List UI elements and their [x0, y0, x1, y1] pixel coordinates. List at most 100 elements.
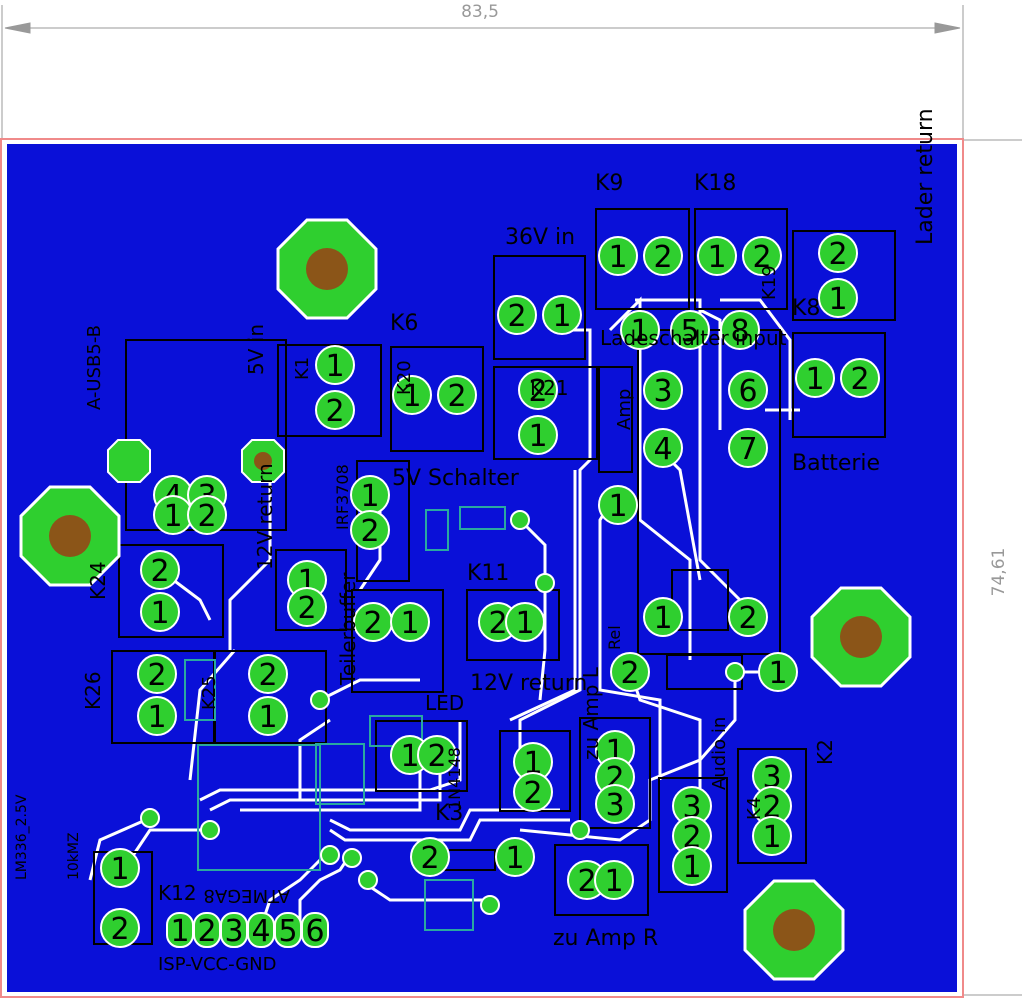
pad-number: 2: [738, 601, 757, 636]
silk-label: LED: [425, 691, 464, 715]
pad: 1: [672, 846, 712, 886]
pad: 1: [598, 485, 638, 525]
pad-number: 4: [653, 432, 672, 467]
pad: 6: [728, 370, 768, 410]
pad-number: 2: [297, 591, 316, 626]
pad-number: 1: [805, 362, 824, 397]
silk-label: K2: [813, 739, 837, 765]
pad-number: 1: [523, 746, 542, 781]
silk-label: K9: [595, 171, 623, 196]
dimension-lines: [1, 5, 1022, 996]
pad-number: 2: [850, 362, 869, 397]
silk-label: K24: [86, 561, 110, 600]
pad: 2: [100, 908, 140, 948]
silk-label: zu Amp R: [553, 926, 658, 951]
isp-pin-number: 1: [170, 914, 189, 949]
pad-number: 1: [400, 606, 419, 641]
pad: 2: [140, 550, 180, 590]
pad: 5: [670, 310, 710, 350]
pad-number: 2: [653, 240, 672, 275]
pad: 2: [728, 597, 768, 637]
silk-label: K11: [467, 561, 509, 586]
pad-number: 1: [608, 240, 627, 275]
pad: 1: [350, 475, 390, 515]
isp-pad: 3: [220, 912, 248, 949]
pad-number: 3: [653, 374, 672, 409]
pad: 2: [350, 510, 390, 550]
pad-number: 2: [752, 240, 771, 275]
pad-number: 1: [762, 820, 781, 855]
pad: 2: [410, 837, 450, 877]
pad: 1: [137, 696, 177, 736]
pad: 1: [697, 236, 737, 276]
silk-label: Ladeschalter input: [600, 326, 787, 350]
pad-number: 1: [768, 656, 787, 691]
pad: 1: [505, 602, 545, 642]
silk-label: 1N4148: [445, 747, 464, 810]
isp-pad: 2: [193, 912, 221, 949]
isp-pin-number: 5: [278, 914, 297, 949]
pad-number: 1: [110, 852, 129, 887]
pad-number: 1: [608, 489, 627, 524]
pad: 2: [742, 236, 782, 276]
pad-number: 2: [682, 820, 701, 855]
isp-pad: 1: [166, 912, 194, 949]
silk-label: Lader return: [913, 108, 938, 245]
pad-number: 2: [360, 514, 379, 549]
pad: 1: [643, 597, 683, 637]
pad: 2: [287, 587, 327, 627]
pad: 1: [390, 602, 430, 642]
pad: 1: [140, 592, 180, 632]
pad: 2: [315, 390, 355, 430]
pad-number: 2: [523, 776, 542, 811]
silk-label: K18: [694, 171, 736, 196]
isp-pad: 6: [301, 912, 329, 949]
pad: 2: [417, 735, 457, 775]
pad: 1: [598, 236, 638, 276]
pad-number: 2: [488, 606, 507, 641]
pad: 7: [728, 428, 768, 468]
height-dimension: 74,61: [989, 548, 1009, 597]
pad-number: 2: [577, 864, 596, 899]
pad-number: 3: [605, 788, 624, 823]
pad: 1: [513, 742, 553, 782]
silk-label: 10kMZ: [66, 832, 82, 880]
pad-number: 1: [258, 700, 277, 735]
pad-number: 1: [325, 349, 344, 384]
pad-number: 2: [150, 554, 169, 589]
isp-pin-number: 4: [251, 914, 270, 949]
usb-connector-pads: [107, 439, 285, 483]
pad-number: 2: [363, 606, 382, 641]
pad-number: 1: [163, 499, 182, 534]
pad: 1: [100, 848, 140, 888]
pad-number: 2: [447, 379, 466, 414]
pad-number: 2: [620, 656, 639, 691]
pad-number: 1: [653, 601, 672, 636]
pad-number: 8: [730, 314, 749, 349]
pad: 1: [542, 295, 582, 335]
silk-label: K25: [199, 675, 220, 710]
mounting-hole-right: [810, 586, 912, 688]
pad-number: 2: [325, 394, 344, 429]
silk-label: K26: [81, 671, 105, 710]
pad: 2: [248, 654, 288, 694]
silk-label: 5V Schalter: [392, 466, 520, 491]
pad: 2: [752, 786, 792, 826]
pad: 2: [437, 375, 477, 415]
silk-label: K4: [744, 797, 765, 820]
pad-number: 2: [197, 499, 216, 534]
silk-label: ISP-VCC-GND: [158, 954, 277, 975]
silk-label: Batterie: [792, 451, 880, 476]
silk-label: IRF3708: [333, 464, 352, 530]
pad: 2: [513, 772, 553, 812]
silk-label: Rel: [605, 625, 624, 650]
width-dimension: 83,5: [461, 2, 499, 22]
pad: 1: [495, 837, 535, 877]
pad-number: 3: [682, 790, 701, 825]
pad-number: 1: [402, 379, 421, 414]
silk-label: Audio in: [709, 717, 730, 790]
pad: 8: [720, 310, 760, 350]
pad: 2: [353, 602, 393, 642]
pad: 1: [518, 415, 558, 455]
